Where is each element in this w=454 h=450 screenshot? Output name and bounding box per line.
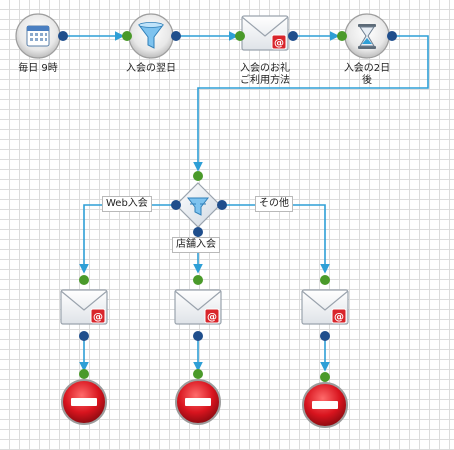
node-end-other[interactable] xyxy=(302,382,348,428)
svg-text:@: @ xyxy=(93,312,103,323)
port-out-mail-other[interactable] xyxy=(320,331,330,341)
port-in-end-web[interactable] xyxy=(79,369,89,379)
port-in-mail1[interactable] xyxy=(235,31,245,41)
port-out-filter[interactable] xyxy=(171,31,181,41)
node-branch[interactable] xyxy=(175,182,221,228)
port-out-branch-other[interactable] xyxy=(217,200,227,210)
svg-text:@: @ xyxy=(334,312,344,323)
port-out-mail1[interactable] xyxy=(288,31,298,41)
port-out-branch-web[interactable] xyxy=(171,200,181,210)
port-in-mail-web[interactable] xyxy=(79,275,89,285)
port-out-mail-store[interactable] xyxy=(193,331,203,341)
node-label-wait: 入会の2日 後 xyxy=(343,63,391,86)
stop-icon xyxy=(185,398,211,406)
port-out-wait[interactable] xyxy=(387,31,397,41)
email-icon: @ xyxy=(271,34,287,50)
node-label-filter: 入会の翌日 xyxy=(126,63,176,74)
node-end-web[interactable] xyxy=(61,379,107,425)
node-daily-9am[interactable] xyxy=(15,13,61,59)
port-out-branch-store[interactable] xyxy=(193,227,203,237)
node-label-mail1: 入会のお礼 ご利用方法 xyxy=(240,63,290,86)
node-mail-welcome[interactable]: @ xyxy=(241,15,289,51)
port-in-mail-other[interactable] xyxy=(320,275,330,285)
port-in-end-store[interactable] xyxy=(193,369,203,379)
connector-branch-web xyxy=(79,204,176,274)
funnel-filter-icon xyxy=(138,22,164,49)
port-in-mail-store[interactable] xyxy=(193,275,203,285)
stop-icon xyxy=(312,401,338,409)
stop-icon xyxy=(71,398,97,406)
connector-wait-to-branch xyxy=(193,35,429,172)
node-end-store[interactable] xyxy=(175,379,221,425)
node-filter-next-day[interactable] xyxy=(128,13,174,59)
port-in-filter[interactable] xyxy=(122,31,132,41)
calendar-icon xyxy=(26,25,50,47)
port-out-mail-web[interactable] xyxy=(79,331,89,341)
email-icon: @ xyxy=(204,308,220,324)
hourglass-icon xyxy=(358,24,376,49)
email-icon: @ xyxy=(90,308,106,324)
branch-label-other: その他 xyxy=(255,196,293,212)
branch-label-web: Web入会 xyxy=(102,196,152,212)
connector-branch-other xyxy=(222,204,330,274)
port-in-branch[interactable] xyxy=(193,171,203,181)
branch-filter-icon xyxy=(186,197,210,216)
node-label-daily: 毎日 9時 xyxy=(18,63,58,74)
port-in-wait[interactable] xyxy=(337,31,347,41)
svg-text:@: @ xyxy=(274,38,284,49)
port-in-end-other[interactable] xyxy=(320,372,330,382)
node-mail-store[interactable]: @ xyxy=(174,289,222,325)
node-mail-other[interactable]: @ xyxy=(301,289,349,325)
svg-text:@: @ xyxy=(207,312,217,323)
port-out-daily[interactable] xyxy=(58,31,68,41)
email-icon: @ xyxy=(331,308,347,324)
node-mail-web[interactable]: @ xyxy=(60,289,108,325)
node-wait-2days[interactable] xyxy=(344,13,390,59)
branch-label-store: 店舗入会 xyxy=(172,237,220,253)
